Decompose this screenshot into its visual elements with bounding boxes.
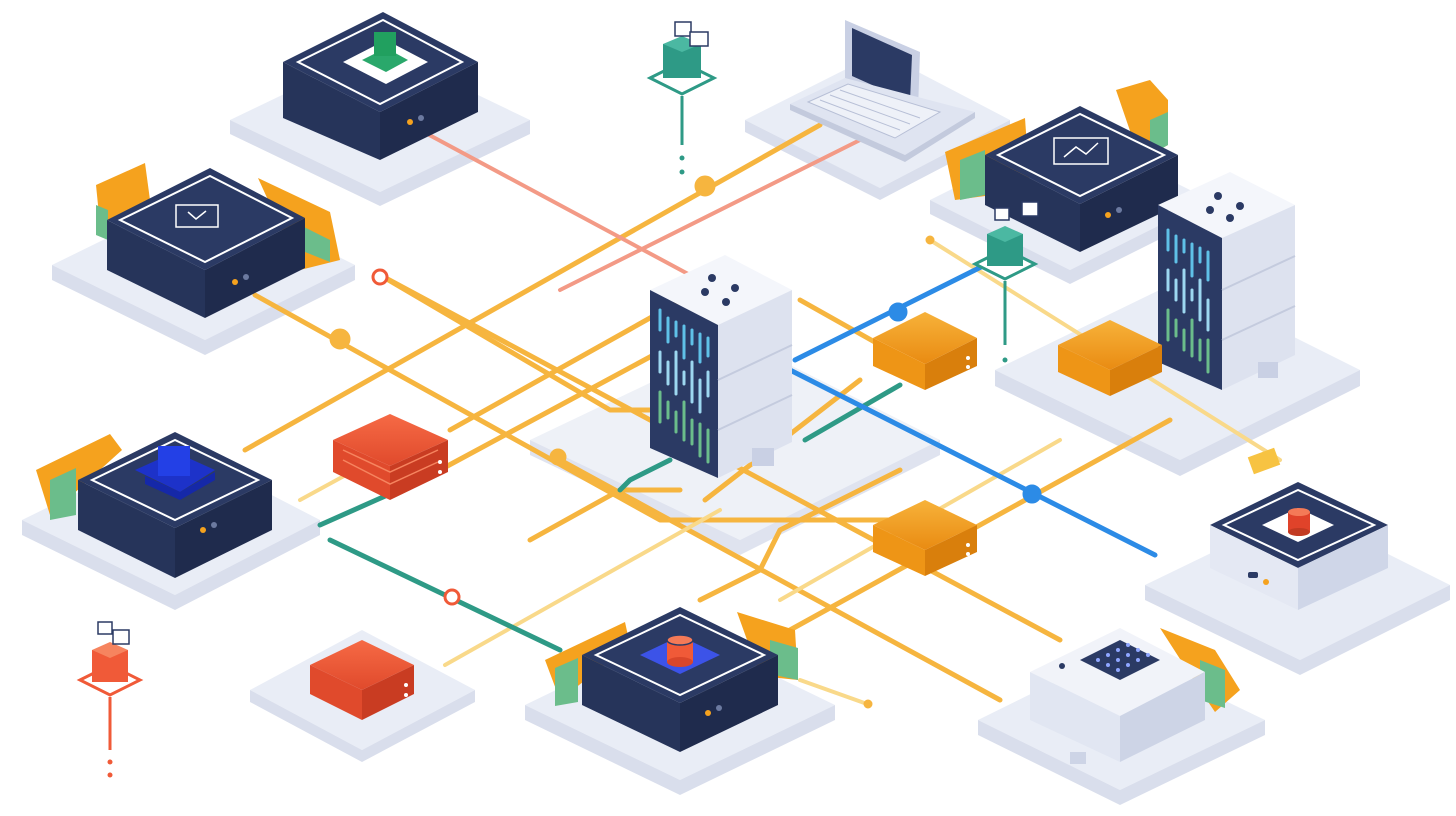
graph-icon — [1053, 137, 1109, 165]
router-2 — [310, 640, 414, 720]
pin-red-left — [76, 621, 144, 778]
laptop-icon — [790, 20, 975, 162]
check-icon — [175, 204, 219, 228]
router-icon — [333, 414, 448, 500]
cylinder-icon — [640, 634, 720, 674]
pin-teal-top — [646, 21, 718, 175]
router-5 — [873, 500, 977, 576]
router-1 — [333, 414, 448, 500]
router-4 — [1058, 320, 1162, 396]
server-rack-icon — [1158, 172, 1296, 390]
chip-box — [1030, 628, 1240, 764]
storage-box — [1210, 482, 1388, 610]
location-pin-icon — [646, 21, 718, 175]
router-icon — [310, 640, 414, 720]
chip-icon — [343, 32, 428, 84]
server-leds — [1166, 228, 1210, 374]
chip-grid-icon — [1080, 640, 1160, 680]
right-server — [1158, 172, 1296, 390]
right-switch — [945, 80, 1178, 252]
laptop — [790, 20, 975, 162]
router-3 — [873, 312, 977, 390]
pin-teal-right — [971, 201, 1039, 363]
router-icon — [873, 312, 977, 390]
server-leds — [658, 308, 710, 464]
bottom-switch — [545, 607, 798, 752]
location-pin-icon — [971, 201, 1039, 363]
router-icon — [873, 500, 977, 576]
location-pin-icon — [76, 621, 144, 778]
cube-icon — [135, 446, 215, 500]
router-icon — [1058, 320, 1162, 396]
server-rack-icon — [650, 255, 793, 478]
lower-left-switch — [36, 432, 272, 578]
link-junction-dots — [329, 175, 1281, 709]
database-icon — [1262, 508, 1334, 542]
hub-server — [650, 255, 793, 478]
top-switch — [283, 12, 478, 160]
left-switch — [96, 163, 340, 318]
link-salmon-lines — [418, 128, 862, 292]
